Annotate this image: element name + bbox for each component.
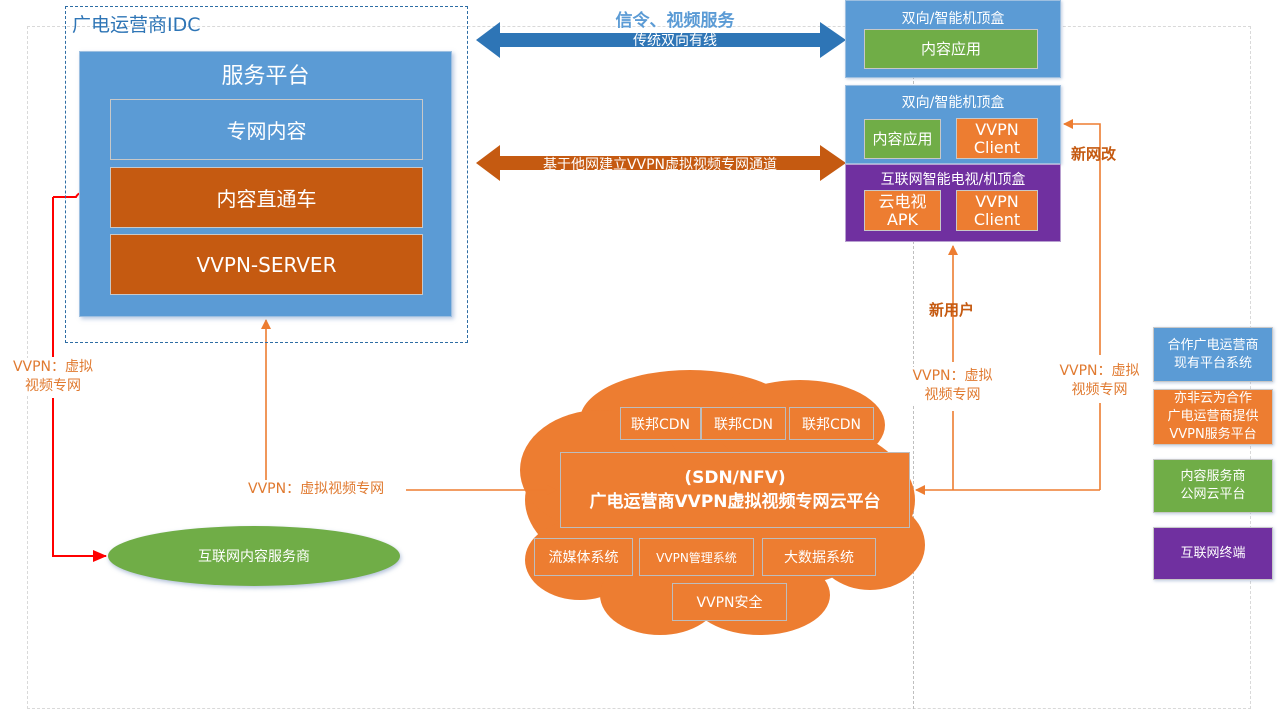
big-data-system[interactable]: 大数据系统 <box>762 538 876 576</box>
smart-tv-title: 互联网智能电视/机顶盒 <box>880 172 1026 188</box>
legend-text: 广电运营商提供 <box>1167 409 1259 424</box>
stb-top-content-app[interactable]: 内容应用 <box>864 29 1038 69</box>
content-express-box[interactable]: 内容直通车 <box>110 167 423 228</box>
orange-connectors <box>261 119 1101 495</box>
apk-line1: 云电视 <box>878 191 927 211</box>
stb-middle-content-app[interactable]: 内容应用 <box>864 119 941 159</box>
smart-tv-vvpn-client[interactable]: VVPN Client <box>956 190 1038 231</box>
cloud-platform-line1: (SDN/NFV) <box>684 468 786 488</box>
vvpn-channel-arrow <box>476 145 846 181</box>
vvpn-label-line: VVPN：虚拟 <box>912 368 993 384</box>
federated-cdn-3[interactable]: 联邦CDN <box>789 407 874 440</box>
vvpn-label-right1: VVPN：虚拟 视频专网 <box>905 367 1000 405</box>
idc-title: 广电运营商IDC <box>72 14 201 36</box>
vvpn-cloud-platform[interactable]: (SDN/NFV) 广电运营商VVPN虚拟视频专网云平台 <box>560 452 910 528</box>
legend-text: 内容服务商 <box>1180 469 1246 484</box>
internet-content-provider[interactable]: 互联网内容服务商 <box>108 526 400 586</box>
vvpn-channel-label: 基于他网建立VVPN虚拟视频专网通道 <box>542 157 778 173</box>
cloud-platform-line2: 广电运营商VVPN虚拟视频专网云平台 <box>589 492 881 512</box>
signaling-video-caption: 信令、视频服务 <box>615 11 735 31</box>
vvpn-server-box[interactable]: VVPN-SERVER <box>110 234 423 295</box>
vvpn-label-right2: VVPN：虚拟 视频专网 <box>1052 362 1147 400</box>
vvpn-label-middle: VVPN：虚拟视频专网 <box>248 480 385 499</box>
vvpn-label-line: 视频专网 <box>25 378 81 394</box>
legend-text: 现有平台系统 <box>1173 355 1252 371</box>
vvpn-client-line2: Client <box>973 209 1021 229</box>
vvpn-security[interactable]: VVPN安全 <box>672 583 787 621</box>
vvpn-client-line1: VVPN <box>975 119 1019 139</box>
vvpn-label-line: 视频专网 <box>1071 382 1128 398</box>
federated-cdn-1[interactable]: 联邦CDN <box>620 407 701 440</box>
vvpn-label-left: VVPN：虚拟 视频专网 <box>6 358 100 396</box>
traditional-cable-arrow <box>476 22 846 58</box>
apk-line2: APK <box>886 209 919 229</box>
vvpn-management-system[interactable]: VVPN管理系统 <box>639 538 754 576</box>
stb-middle-vvpn-client[interactable]: VVPN Client <box>956 118 1038 159</box>
vvpn-client-line1: VVPN <box>975 191 1019 211</box>
vvpn-label-line: VVPN：虚拟 <box>1059 363 1140 379</box>
service-platform-title: 服务平台 <box>221 64 310 89</box>
traditional-cable-label: 传统双向有线 <box>633 33 717 49</box>
vvpn-label-line: 视频专网 <box>924 387 981 403</box>
stb-middle-title: 双向/智能机顶盒 <box>901 95 1005 111</box>
legend-text: 亦非云为合作 <box>1173 391 1252 406</box>
new-user-label: 新用户 <box>929 301 975 319</box>
vvpn-label-line: VVPN：虚拟 <box>12 359 94 375</box>
vvpn-client-line2: Client <box>973 137 1021 157</box>
legend-text: 公网云平台 <box>1180 487 1246 502</box>
legend-text: VVPN服务平台 <box>1169 427 1257 442</box>
legend-vvpn-service: 亦非云为合作 广电运营商提供 VVPN服务平台 <box>1153 389 1273 445</box>
idc-container <box>65 6 468 343</box>
legend-internet-terminal: 互联网终端 <box>1153 527 1273 580</box>
streaming-system[interactable]: 流媒体系统 <box>534 538 633 576</box>
private-content-box[interactable]: 专网内容 <box>110 99 423 160</box>
federated-cdn-2[interactable]: 联邦CDN <box>701 407 786 440</box>
legend-text: 合作广电运营商 <box>1167 337 1259 353</box>
cloud-tv-apk[interactable]: 云电视 APK <box>864 190 941 231</box>
stb-top-title: 双向/智能机顶盒 <box>901 11 1005 27</box>
new-network-label: 新网改 <box>1071 145 1117 163</box>
legend-content-cloud: 内容服务商 公网云平台 <box>1153 459 1273 513</box>
legend-existing-platform: 合作广电运营商 现有平台系统 <box>1153 327 1273 382</box>
legend-text: 互联网终端 <box>1180 545 1246 561</box>
